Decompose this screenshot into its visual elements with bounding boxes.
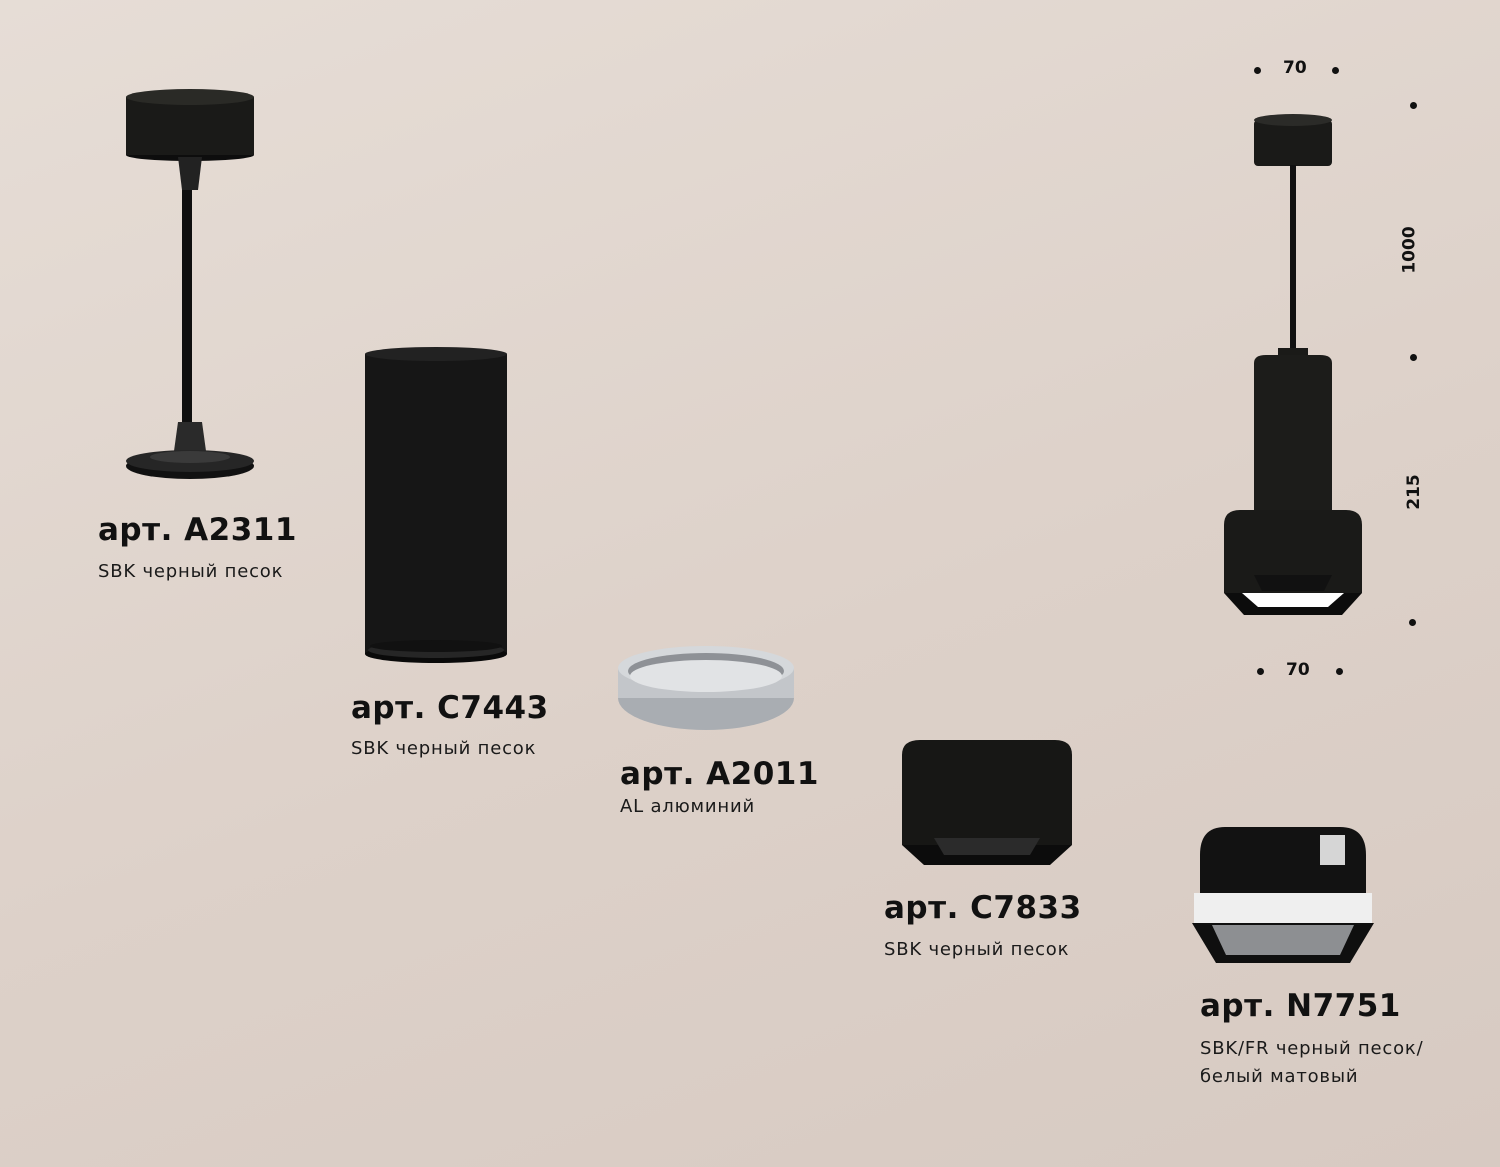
dimension-dot	[1410, 354, 1417, 361]
product-c7443-finish: SBK черный песок	[351, 738, 537, 759]
product-a2311-article: арт. A2311	[98, 512, 297, 548]
dimension-dot	[1254, 67, 1261, 74]
product-n7751-finish-line2: белый матовый	[1200, 1066, 1359, 1087]
product-c7833-article: арт. C7833	[884, 890, 1082, 926]
cylinder-housing-icon	[365, 347, 507, 663]
product-a2311-finish: SBK черный песок	[98, 561, 284, 582]
square-housing-icon	[902, 740, 1072, 865]
body-height-dimension: 215	[1403, 474, 1424, 510]
product-a2011-finish: AL алюминий	[620, 796, 755, 817]
dimension-dot	[1336, 668, 1343, 675]
bottom-width-dimension: 70	[1286, 660, 1310, 680]
aluminium-ring-icon	[618, 646, 794, 730]
cord-length-dimension: 1000	[1399, 226, 1420, 274]
product-n7751-finish-line1: SBK/FR черный песок/	[1200, 1038, 1424, 1059]
ceiling-mount-rod-icon	[126, 89, 254, 479]
dimension-dot	[1332, 67, 1339, 74]
dimension-dot	[1257, 668, 1264, 675]
top-width-dimension: 70	[1283, 58, 1307, 78]
product-a2011-article: арт. A2011	[620, 756, 819, 792]
dimension-dot	[1410, 102, 1417, 109]
product-n7751-article: арт. N7751	[1200, 988, 1401, 1024]
dimension-dot	[1409, 619, 1416, 626]
assembled-pendant-lamp-icon	[1224, 114, 1362, 615]
product-c7443-article: арт. C7443	[351, 690, 549, 726]
product-c7833-finish: SBK черный песок	[884, 939, 1070, 960]
square-diffuser-icon	[1192, 827, 1374, 963]
